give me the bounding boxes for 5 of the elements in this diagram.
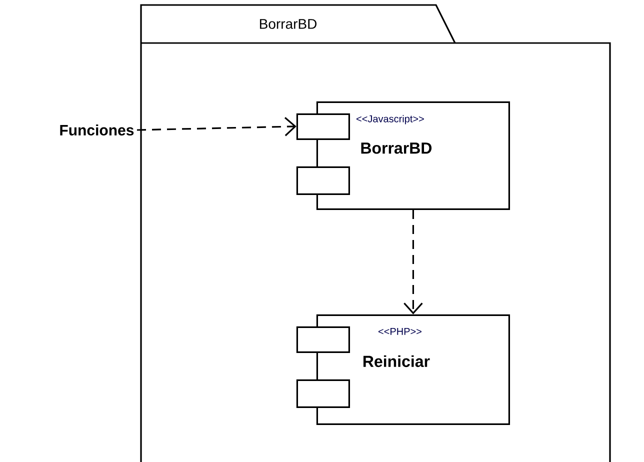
dependency-arrow [404, 210, 423, 314]
component-box: <<Javascript>> BorrarBD [296, 101, 510, 210]
component-box: <<PHP>> Reiniciar [296, 314, 510, 425]
dependency-arrow [136, 117, 296, 136]
label-text: Funciones [60, 124, 134, 136]
